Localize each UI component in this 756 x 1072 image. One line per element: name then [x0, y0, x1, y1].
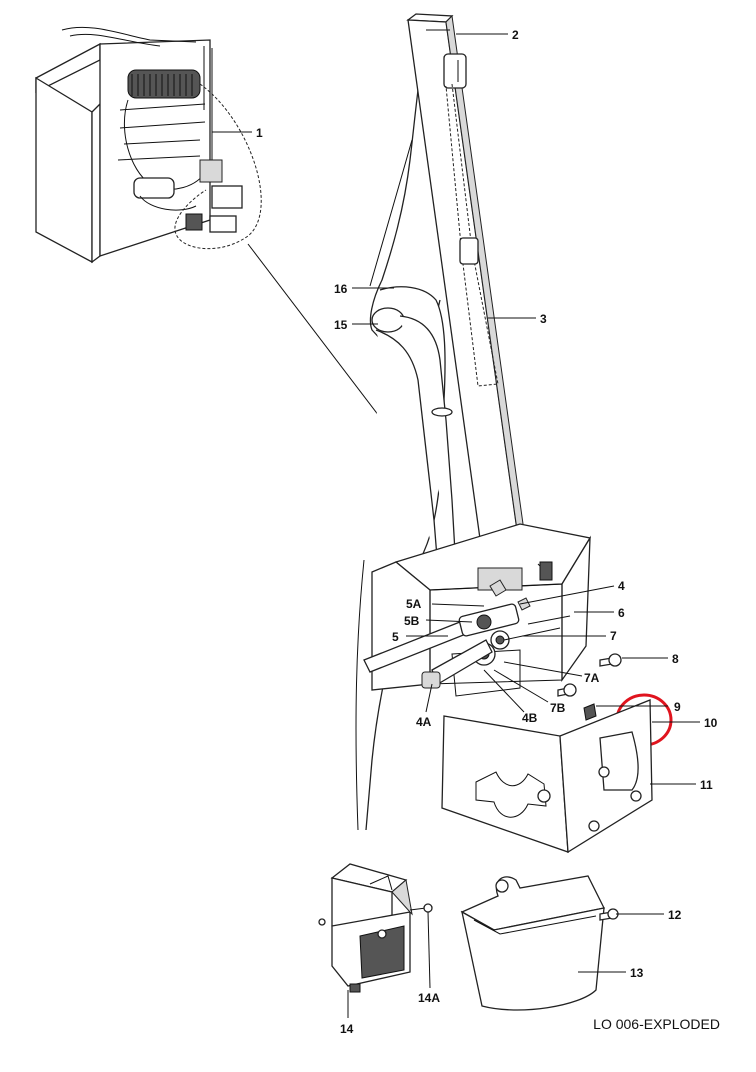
callout-11: 11	[700, 778, 713, 792]
callout-4: 4	[618, 579, 625, 593]
callout-16: 16	[334, 282, 348, 296]
screw-12	[599, 908, 619, 921]
callout-6: 6	[618, 606, 625, 620]
callout-14A: 14A	[418, 991, 440, 1005]
callout-2: 2	[512, 28, 519, 42]
screw-7B	[557, 683, 577, 697]
callout-labels: 1 2 3 16 15 4 6 7 5A 5B 5 8 7A 7B 4B 4A …	[256, 28, 718, 1036]
callout-10: 10	[704, 716, 718, 730]
leader-lines	[212, 33, 700, 1018]
callout-7B: 7B	[550, 701, 566, 715]
callout-5B: 5B	[404, 614, 420, 628]
drip-tray	[460, 875, 605, 1011]
screw-8	[599, 653, 622, 667]
callout-9: 9	[674, 700, 681, 714]
internal-element	[445, 83, 499, 387]
callout-5A: 5A	[406, 597, 422, 611]
coil-component	[127, 69, 201, 99]
callout-4A: 4A	[416, 715, 432, 729]
drawing-id-label: LO 006-EXPLODED	[593, 1016, 720, 1032]
callout-14: 14	[340, 1022, 354, 1036]
callout-13: 13	[630, 966, 644, 980]
bracket-clip	[583, 703, 597, 721]
callout-4B: 4B	[522, 711, 538, 725]
callout-7A: 7A	[584, 671, 600, 685]
callout-7: 7	[610, 629, 617, 643]
callout-12: 12	[668, 908, 682, 922]
module-box	[318, 863, 433, 993]
callout-1: 1	[256, 126, 263, 140]
control-box-assembly	[35, 26, 416, 466]
callout-5: 5	[392, 630, 399, 644]
duct-tube	[371, 307, 457, 571]
callout-15: 15	[334, 318, 348, 332]
cover-plate	[441, 699, 653, 854]
callout-8: 8	[672, 652, 679, 666]
valve-assembly	[363, 579, 571, 689]
callout-3: 3	[540, 312, 547, 326]
